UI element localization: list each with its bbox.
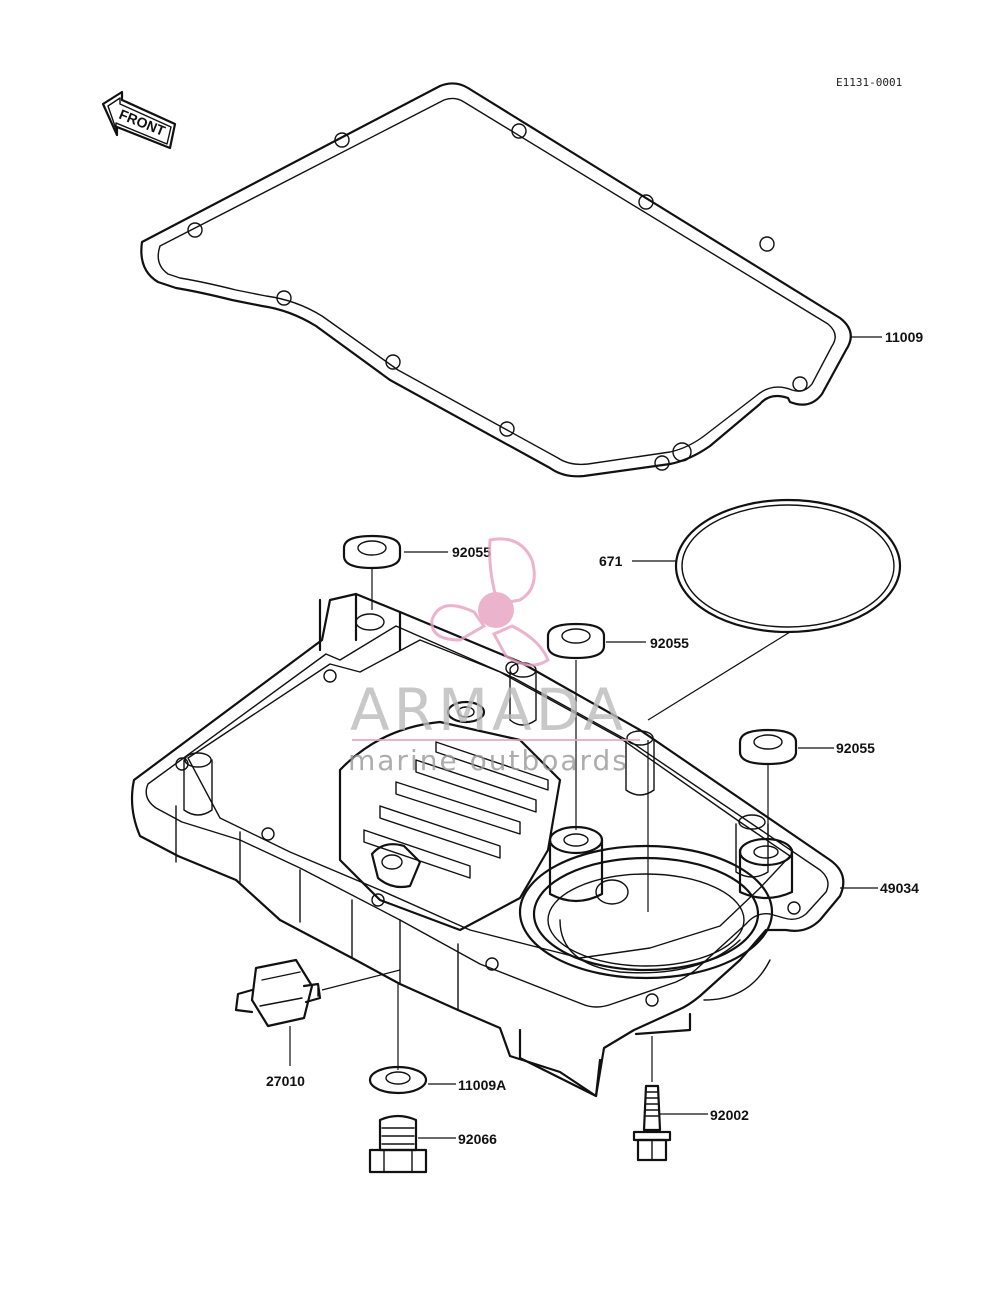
washer-92055-c xyxy=(738,728,798,766)
bolt-92002 xyxy=(632,1084,672,1162)
label-27010: 27010 xyxy=(266,1073,305,1089)
drain-plug-92066 xyxy=(368,1114,428,1174)
label-49034: 49034 xyxy=(880,880,919,896)
label-92055-c: 92055 xyxy=(836,740,875,756)
label-11009a: 11009A xyxy=(458,1077,506,1093)
watermark-brand: ARMADA xyxy=(350,676,627,744)
label-92055-a: 92055 xyxy=(452,544,491,560)
front-arrow-icon: FRONT xyxy=(101,90,177,150)
label-92066: 92066 xyxy=(458,1131,497,1147)
pressure-switch-27010 xyxy=(234,958,322,1028)
gasket-11009 xyxy=(140,82,852,478)
watermark-tagline: marine outboards xyxy=(348,744,629,777)
label-671: 671 xyxy=(599,553,623,569)
diagram-code: E1131-0001 xyxy=(836,76,902,89)
label-92002: 92002 xyxy=(710,1107,749,1123)
label-11009: 11009 xyxy=(885,329,923,345)
propeller-logo-icon xyxy=(430,537,550,667)
washer-92055-b xyxy=(546,622,606,660)
label-92055-b: 92055 xyxy=(650,635,689,651)
watermark: ARMADA marine outboards xyxy=(348,537,640,777)
oil-pan-49034 xyxy=(130,592,845,1098)
washer-92055-a xyxy=(342,534,402,570)
washer-11009a xyxy=(368,1065,428,1095)
o-ring-671 xyxy=(674,498,902,634)
